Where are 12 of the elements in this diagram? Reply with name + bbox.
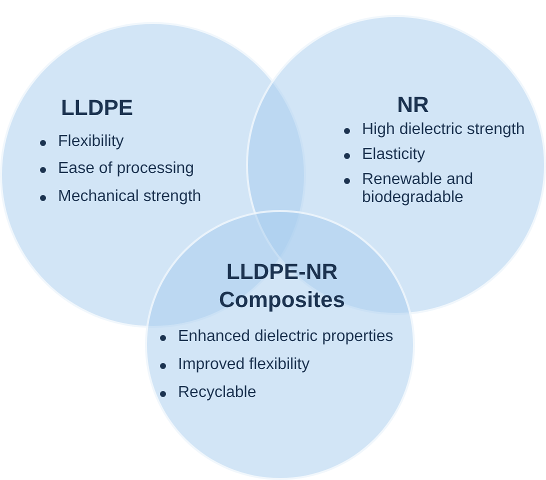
bullet-item: Elasticity <box>362 146 426 164</box>
bullet-item: Renewable and biodegradable <box>362 171 474 207</box>
bullet-item: Recyclable <box>178 384 258 402</box>
set-title: LLDPE <box>60 94 134 122</box>
bullet-item: Flexibility <box>58 133 125 151</box>
bullet-item: Improved flexibility <box>178 356 311 374</box>
bullet-item: High dielectric strength <box>362 121 526 139</box>
bullet-item: Enhanced dielectric properties <box>178 328 394 346</box>
set-title: NR <box>396 91 430 119</box>
bullet-item: Mechanical strength <box>58 188 202 206</box>
bullet-item: Ease of processing <box>58 160 196 178</box>
set-title: LLDPE-NR Composites <box>218 258 346 314</box>
